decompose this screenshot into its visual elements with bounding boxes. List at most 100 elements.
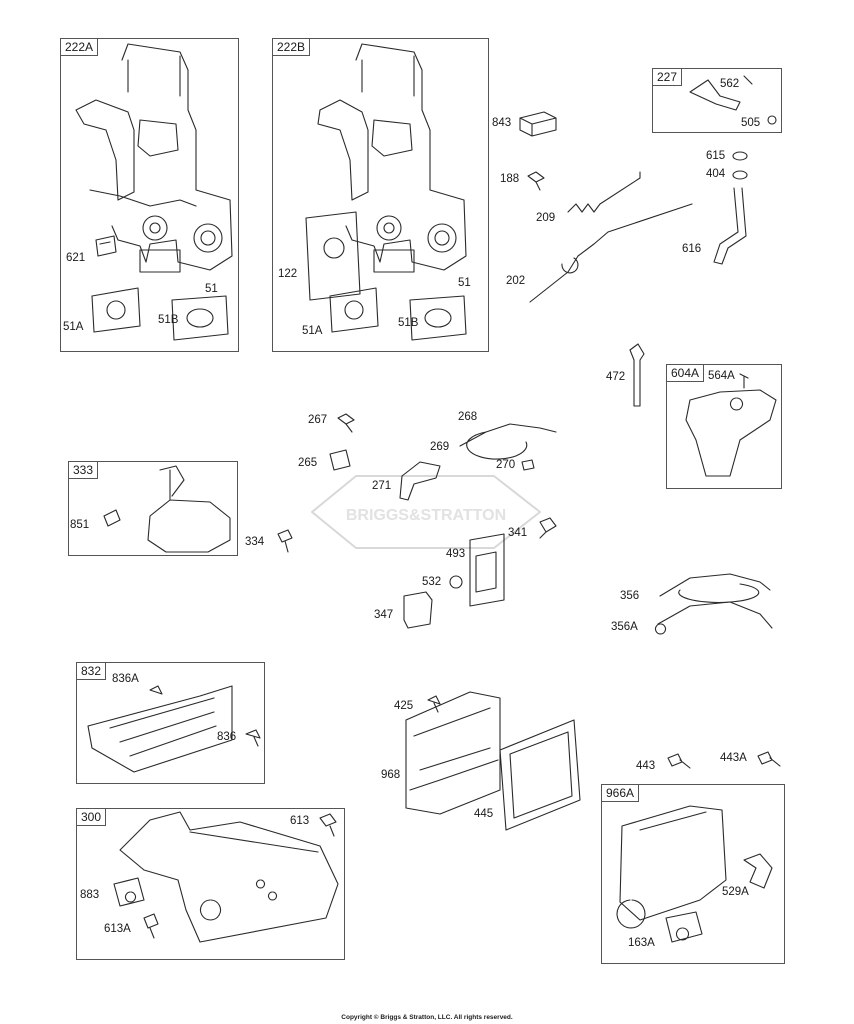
part-label-472: 472	[606, 371, 626, 383]
part-966A-drawing	[616, 805, 727, 929]
part-label-267: 267	[308, 414, 328, 426]
copyright-footer: Copyright © Briggs & Stratton, LLC. All …	[341, 1014, 513, 1021]
part-label-271: 271	[372, 480, 392, 492]
part-label-202: 202	[506, 275, 526, 287]
part-label-122: 122	[278, 268, 298, 280]
part-843-drawing	[519, 111, 557, 137]
part-label-270: 270	[496, 459, 516, 471]
part-613A-drawing	[143, 913, 159, 939]
brand-watermark: BRIGGS&STRATTON	[311, 475, 541, 549]
part-532-drawing	[449, 575, 463, 589]
part-445-drawing	[499, 719, 581, 831]
part-label-843: 843	[492, 117, 512, 129]
part-label-505: 505	[741, 117, 761, 129]
part-356A-drawing	[654, 601, 773, 635]
part-188-drawing	[527, 171, 545, 191]
part-label-562: 562	[720, 78, 740, 90]
group-box-222B: 222B	[272, 38, 489, 352]
group-box-300: 300	[76, 808, 345, 960]
part-836-drawing	[245, 729, 261, 747]
group-box-604A: 604A	[666, 364, 782, 489]
watermark-text: BRIGGS&STRATTON	[346, 507, 506, 524]
part-label-968: 968	[381, 769, 401, 781]
part-label-51B-a: 51B	[158, 314, 179, 326]
part-341-drawing	[539, 517, 557, 539]
part-604A-drawing	[685, 389, 777, 477]
part-334-drawing	[277, 529, 293, 553]
part-label-425: 425	[394, 700, 414, 712]
part-label-51A-b: 51A	[302, 325, 323, 337]
group-box-227: 227	[652, 68, 782, 133]
part-615-drawing	[732, 151, 748, 161]
part-label-265: 265	[298, 457, 318, 469]
part-label-613A: 613A	[104, 923, 131, 935]
bracket-222A-drawing	[75, 43, 233, 341]
part-label-445: 445	[474, 808, 494, 820]
part-label-51-b: 51	[458, 277, 471, 289]
part-404-drawing	[732, 170, 748, 180]
group-tag-832: 832	[76, 662, 107, 680]
part-label-836A: 836A	[112, 673, 139, 685]
part-851-drawing	[103, 509, 121, 527]
part-label-613: 613	[290, 815, 310, 827]
group-tag-227: 227	[652, 68, 683, 86]
part-356-drawing	[659, 573, 771, 604]
part-347-drawing	[403, 591, 433, 629]
part-label-493: 493	[446, 548, 466, 560]
group-tag-222A: 222A	[60, 38, 99, 56]
bracket-222B-drawing	[305, 43, 467, 341]
part-505-drawing	[767, 115, 777, 125]
part-label-347: 347	[374, 609, 394, 621]
part-883-drawing	[113, 877, 145, 907]
part-443-drawing	[667, 753, 691, 769]
part-label-341: 341	[508, 527, 528, 539]
part-label-269: 269	[430, 441, 450, 453]
part-209-drawing	[567, 171, 641, 213]
part-label-851: 851	[70, 519, 90, 531]
part-836A-drawing	[149, 685, 163, 695]
part-label-616: 616	[682, 243, 702, 255]
part-label-51A-a: 51A	[63, 321, 84, 333]
group-tag-333: 333	[68, 461, 99, 479]
part-label-51B-b: 51B	[398, 317, 419, 329]
group-box-222A: 222A	[60, 38, 239, 352]
part-443A-drawing	[757, 751, 781, 767]
part-label-163A: 163A	[628, 937, 655, 949]
part-425-drawing	[427, 695, 441, 713]
part-label-529A: 529A	[722, 886, 749, 898]
part-label-621: 621	[66, 252, 86, 264]
part-163A-drawing	[665, 911, 703, 943]
part-label-268: 268	[458, 411, 478, 423]
part-832-drawing	[87, 685, 233, 773]
part-label-615: 615	[706, 150, 726, 162]
part-label-564A: 564A	[708, 370, 735, 382]
part-968-drawing	[405, 691, 501, 815]
part-493-drawing	[469, 533, 505, 607]
part-271-drawing	[399, 461, 441, 501]
part-label-356A: 356A	[611, 621, 638, 633]
part-202-drawing	[529, 203, 693, 303]
part-562-drawing	[689, 75, 753, 111]
part-300-drawing	[119, 811, 339, 943]
group-box-333: 333	[68, 461, 238, 556]
part-label-356: 356	[620, 590, 640, 602]
part-268-drawing	[459, 423, 557, 460]
part-label-883: 883	[80, 889, 100, 901]
part-label-532: 532	[422, 576, 442, 588]
part-label-51-a: 51	[205, 283, 218, 295]
part-616-drawing	[713, 187, 747, 265]
part-label-836: 836	[217, 731, 237, 743]
part-label-209: 209	[536, 212, 556, 224]
part-label-443A: 443A	[720, 752, 747, 764]
part-270-drawing	[521, 459, 535, 471]
part-564A-drawing	[739, 373, 749, 389]
part-label-443: 443	[636, 760, 656, 772]
part-472-drawing	[629, 343, 645, 407]
group-tag-300: 300	[76, 808, 107, 826]
group-box-966A: 966A	[601, 784, 785, 964]
part-613-drawing	[319, 813, 337, 837]
part-267-drawing	[337, 413, 355, 433]
part-333-drawing	[147, 465, 231, 553]
group-tag-966A: 966A	[601, 784, 640, 802]
